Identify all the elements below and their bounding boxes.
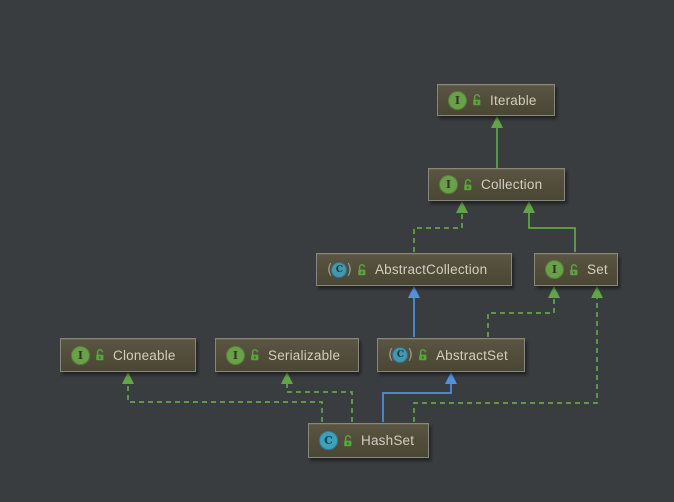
- unlocked-icon: [96, 349, 104, 361]
- interface-icon: I: [439, 175, 458, 194]
- abstract-class-icon: (C): [327, 261, 352, 278]
- edge-abstract-collection-implements-collection: [413, 201, 468, 252]
- unlocked-icon: [473, 94, 481, 106]
- abstract-paren: (: [327, 261, 333, 278]
- abstract-paren: ): [346, 261, 352, 278]
- node-label: AbstractSet: [435, 347, 508, 363]
- unlocked-icon: [464, 178, 472, 190]
- unlocked-icon: [358, 263, 366, 275]
- node-set[interactable]: I Set: [534, 253, 618, 286]
- node-label: AbstractCollection: [374, 262, 488, 277]
- unlocked-icon: [251, 349, 259, 361]
- node-label: Serializable: [268, 347, 341, 363]
- node-serializable[interactable]: I Serializable: [215, 338, 359, 372]
- node-label: Set: [587, 262, 608, 277]
- edge-hashset-implements-set: [413, 286, 603, 422]
- interface-icon: I: [545, 260, 564, 279]
- unlocked-icon: [570, 263, 578, 275]
- class-badge: C: [331, 261, 348, 278]
- edge-hashset-implements-cloneable: [122, 372, 323, 422]
- unlocked-icon: [419, 349, 427, 361]
- unlocked-icon: [344, 434, 352, 446]
- interface-icon: I: [226, 345, 245, 365]
- node-hashset[interactable]: C HashSet: [308, 423, 429, 458]
- edge-abstract-set-implements-set: [487, 286, 560, 337]
- node-abstract-collection[interactable]: (C) AbstractCollection: [316, 253, 512, 286]
- node-label: Cloneable: [113, 347, 176, 363]
- node-abstract-set[interactable]: (C) AbstractSet: [377, 338, 525, 372]
- edge-hashset-implements-serializable: [281, 372, 353, 422]
- node-iterable[interactable]: I Iterable: [437, 84, 555, 116]
- interface-icon: I: [448, 90, 467, 110]
- node-label: Collection: [481, 177, 543, 192]
- node-label: Iterable: [490, 92, 537, 108]
- node-collection[interactable]: I Collection: [428, 168, 565, 201]
- interface-icon: I: [71, 345, 90, 365]
- class-icon: C: [319, 431, 338, 450]
- node-cloneable[interactable]: I Cloneable: [60, 338, 196, 372]
- abstract-paren: ): [407, 347, 413, 363]
- abstract-paren: (: [388, 347, 394, 363]
- edge-set-extends-collection: [523, 201, 576, 252]
- edge-hashset-extends-abstract-set: [382, 372, 457, 422]
- node-label: HashSet: [361, 433, 415, 448]
- class-badge: C: [392, 347, 409, 363]
- abstract-class-icon: (C): [388, 347, 413, 363]
